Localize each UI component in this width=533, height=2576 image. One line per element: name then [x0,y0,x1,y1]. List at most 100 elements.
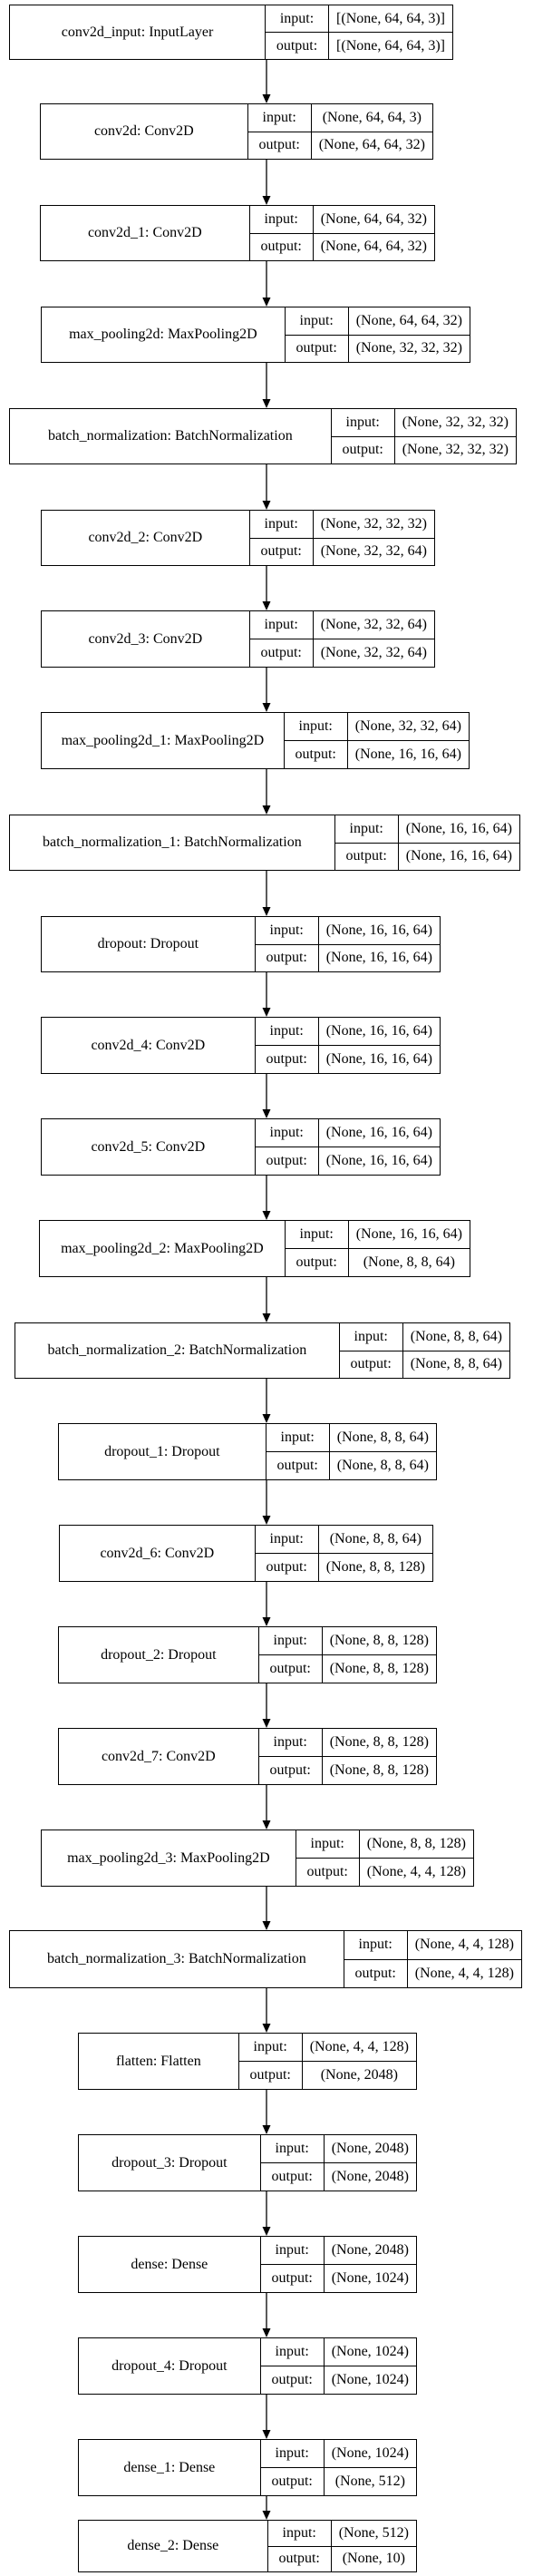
output-label: output: [260,239,302,255]
arrow-head [262,805,271,815]
layer-node: batch_normalization_2: BatchNormalizatio… [15,1322,510,1379]
layer-name: conv2d: Conv2D [41,104,248,159]
layer-name: max_pooling2d_2: MaxPooling2D [40,1221,286,1276]
output-label: output: [271,2270,313,2286]
output-shape: (None, 32, 32, 64) [320,645,427,660]
input-shape: (None, 2048) [324,2237,416,2265]
input-shape: (None, 16, 16, 64) [318,1018,440,1046]
input-shape: (None, 8, 8, 64) [318,1526,432,1554]
input-label: input: [266,1424,329,1452]
io-shapes: (None, 1024)(None, 512) [324,2440,416,2495]
input-shape: (None, 8, 8, 64) [402,1323,509,1351]
input-shape: (None, 8, 8, 128) [322,1729,436,1757]
output-shape: (None, 64, 64, 32) [320,239,427,255]
output-label: output: [249,2067,291,2083]
input-label: input: [344,1931,407,1960]
output-label: output: [269,1661,311,1676]
io-labels: input:output: [249,206,314,260]
io-labels: input:output: [267,2521,332,2571]
io-labels: input:output: [255,1119,319,1175]
output-shape: (None, 8, 8, 64) [363,1254,455,1270]
layer-name: batch_normalization_2: BatchNormalizatio… [15,1323,340,1378]
output-label: output: [266,1559,307,1575]
layer-name: batch_normalization_3: BatchNormalizatio… [10,1931,344,1987]
layer-name: conv2d_5: Conv2D [42,1119,256,1175]
input-label: input: [284,713,347,741]
output-shape: (None, 8, 8, 128) [329,1661,429,1676]
io-labels: input: output: [266,1424,330,1479]
output-label: output: [276,1458,318,1473]
io-shapes: (None, 8, 8, 64)(None, 8, 8, 64) [402,1323,509,1378]
output-shape: (None, 32, 32, 32) [402,442,509,458]
output-label: output: [350,1356,392,1372]
output-label: output: [278,2551,320,2567]
input-shape: (None, 1024) [324,2338,416,2366]
arrow-head [262,2511,271,2520]
io-shapes: (None, 16, 16, 64)(None, 16, 16, 64) [398,815,519,870]
arrow-head [262,601,271,610]
io-labels: input:output: [258,1729,323,1784]
output-label: output: [296,1254,337,1270]
io-labels: input: output: [247,104,312,159]
io-shapes: (None, 16, 16, 64)(None, 16, 16, 64) [318,1119,440,1175]
layer-name: max_pooling2d_3: MaxPooling2D [42,1830,296,1886]
output-label: output: [271,2372,313,2387]
io-shapes: (None, 32, 32, 64)(None, 16, 16, 64) [347,713,469,768]
io-labels: input:output: [238,2034,303,2089]
output-label: output: [260,543,302,560]
output-label: output: [354,1965,396,1981]
output-shape: (None, 64, 64, 32) [318,137,425,153]
input-shape: (None, 2048) [324,2135,416,2163]
io-shapes: (None, 16, 16, 64) (None, 16, 16, 64) [318,1018,440,1073]
layer-name: dense_1: Dense [79,2440,261,2495]
arrow-head [262,196,271,205]
input-shape: (None, 8, 8, 64) [329,1424,436,1452]
layer-name: dropout_4: Dropout [79,2338,261,2394]
output-label: output: [258,137,300,153]
io-labels: input:output: [249,611,314,667]
output-label: output: [266,1051,307,1067]
arrow-head [262,1820,271,1830]
layer-name: conv2d_6: Conv2D [60,1526,256,1581]
output-shape: (None, 16, 16, 64) [325,1051,432,1067]
io-shapes: (None, 8, 8, 128)(None, 8, 8, 128) [322,1627,436,1683]
output-label: output: [276,37,318,54]
output-shape: [(None, 64, 64, 3)] [336,37,445,54]
output-label: output: [266,950,307,966]
arrow-head [262,1921,271,1930]
output-label: output: [271,2474,313,2489]
io-shapes: (None, 32, 32, 32)(None, 32, 32, 64) [313,511,434,565]
io-shapes: (None, 1024)(None, 1024) [324,2338,416,2394]
layer-name: dense_2: Dense [79,2521,268,2571]
layer-name: dropout: Dropout [42,917,256,971]
layer-name: dropout_2: Dropout [59,1627,259,1683]
input-shape: (None, 16, 16, 64) [348,1221,470,1249]
arrow-head [262,907,271,916]
io-shapes: (None, 32, 32, 32)(None, 32, 32, 32) [394,409,516,463]
io-labels: input:output: [260,2440,325,2495]
layer-name: conv2d_4: Conv2D [42,1018,256,1073]
input-shape: (None, 4, 4, 128) [407,1931,521,1960]
output-shape: (None, 10) [342,2551,405,2567]
arrow-head [262,2125,271,2134]
output-shape: (None, 8, 8, 128) [325,1559,425,1575]
input-label: input: [247,104,311,132]
io-labels: input:output: [331,409,395,463]
input-shape: (None, 64, 64, 3) [311,104,432,132]
input-label: input: [255,917,318,945]
